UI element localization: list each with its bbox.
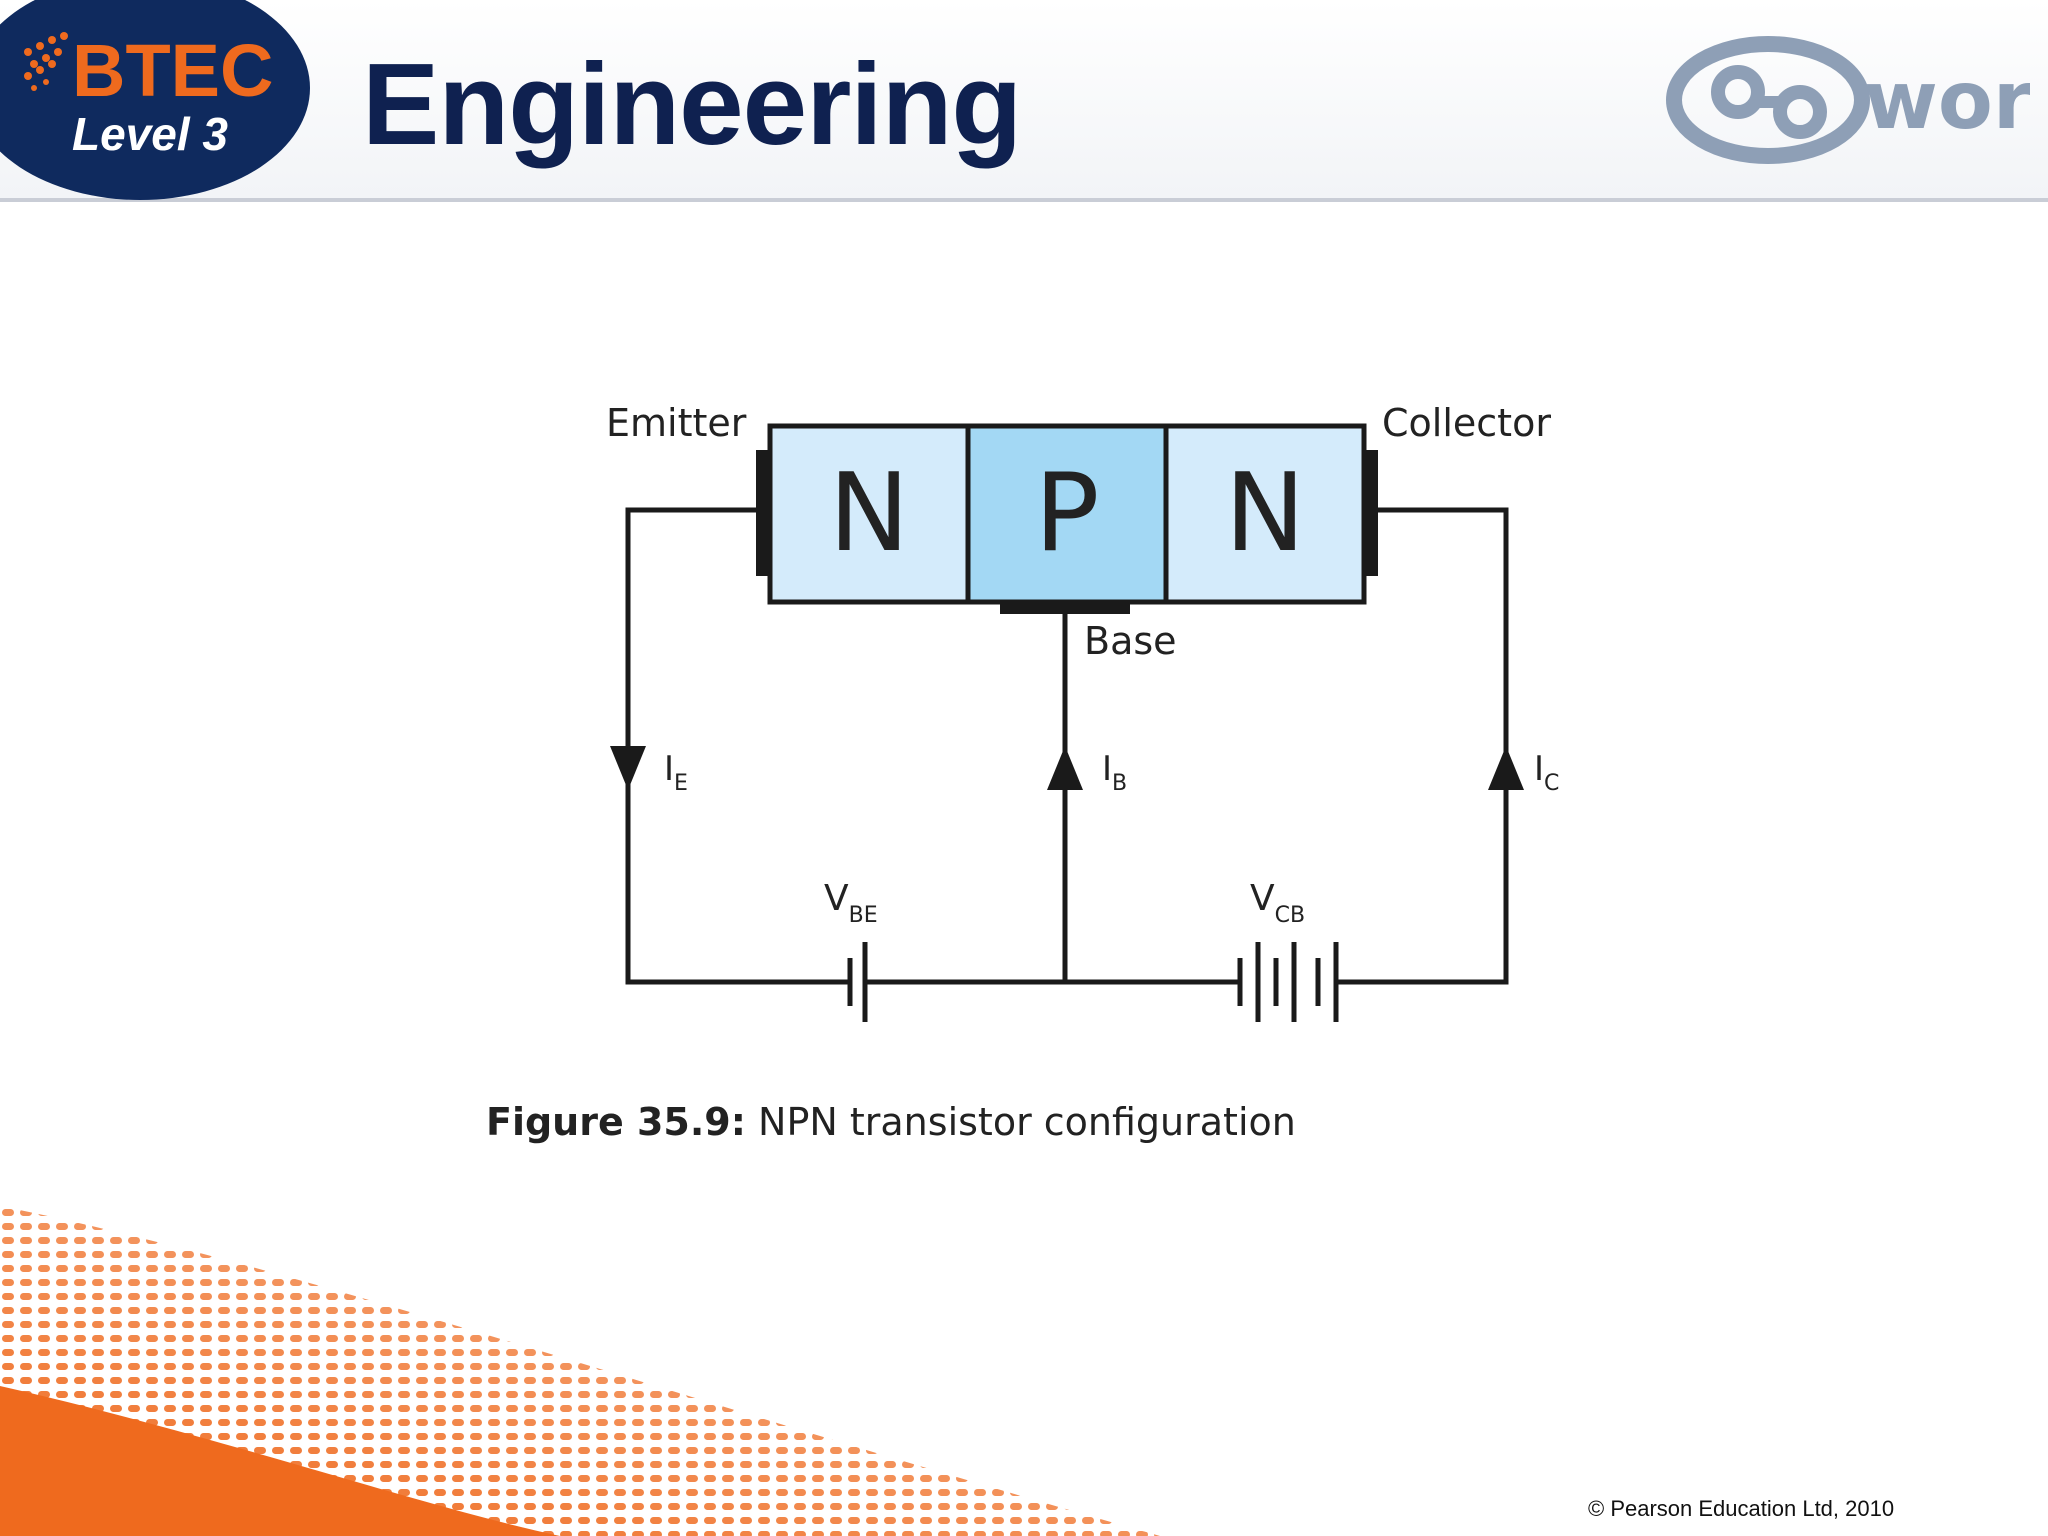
page-title: Engineering [362, 39, 1022, 169]
region-label-collector: N [1225, 451, 1306, 576]
npn-transistor-diagram: Emitter Collector N P N Base IE IB IC VB… [606, 401, 1559, 1022]
logo-level-text: Level 3 [72, 108, 228, 160]
voltage-label-vbe: VBE [824, 878, 878, 928]
current-label-emitter: IE [664, 749, 688, 796]
base-label: Base [1084, 619, 1177, 663]
current-label-collector: IC [1534, 749, 1559, 796]
decorative-dot-swoosh [0, 1206, 1160, 1536]
base-current-arrow-icon [1047, 746, 1083, 790]
figure-caption: Figure 35.9: NPN transistor configuratio… [486, 1100, 1296, 1144]
work-logo: work [1666, 36, 2030, 164]
collector-contact [1364, 450, 1378, 576]
voltage-label-vcb: VCB [1250, 878, 1305, 928]
copyright-notice: © Pearson Education Ltd, 2010 [1588, 1496, 1895, 1521]
btec-logo: BTEC Level 3 [0, 0, 310, 200]
region-label-emitter: N [829, 451, 910, 576]
collector-current-arrow-icon [1488, 746, 1524, 790]
emitter-contact [756, 450, 770, 576]
region-label-base: P [1034, 451, 1099, 576]
work-logo-text: work [1864, 54, 2030, 147]
header-bar: BTEC Level 3 Engineering work [0, 0, 2048, 202]
vcb-battery-symbol [1237, 942, 1339, 1022]
collector-label: Collector [1382, 401, 1551, 445]
vbe-battery-symbol [847, 942, 868, 1022]
emitter-current-arrow-icon [610, 746, 646, 790]
logo-btec-text: BTEC [72, 29, 273, 112]
emitter-label: Emitter [606, 401, 747, 445]
figure-caption-text: NPN transistor configuration [758, 1100, 1296, 1144]
current-label-base: IB [1102, 749, 1127, 796]
logo-dots [24, 32, 68, 91]
figure-number: Figure 35.9: [486, 1100, 746, 1144]
base-contact [1000, 602, 1130, 614]
